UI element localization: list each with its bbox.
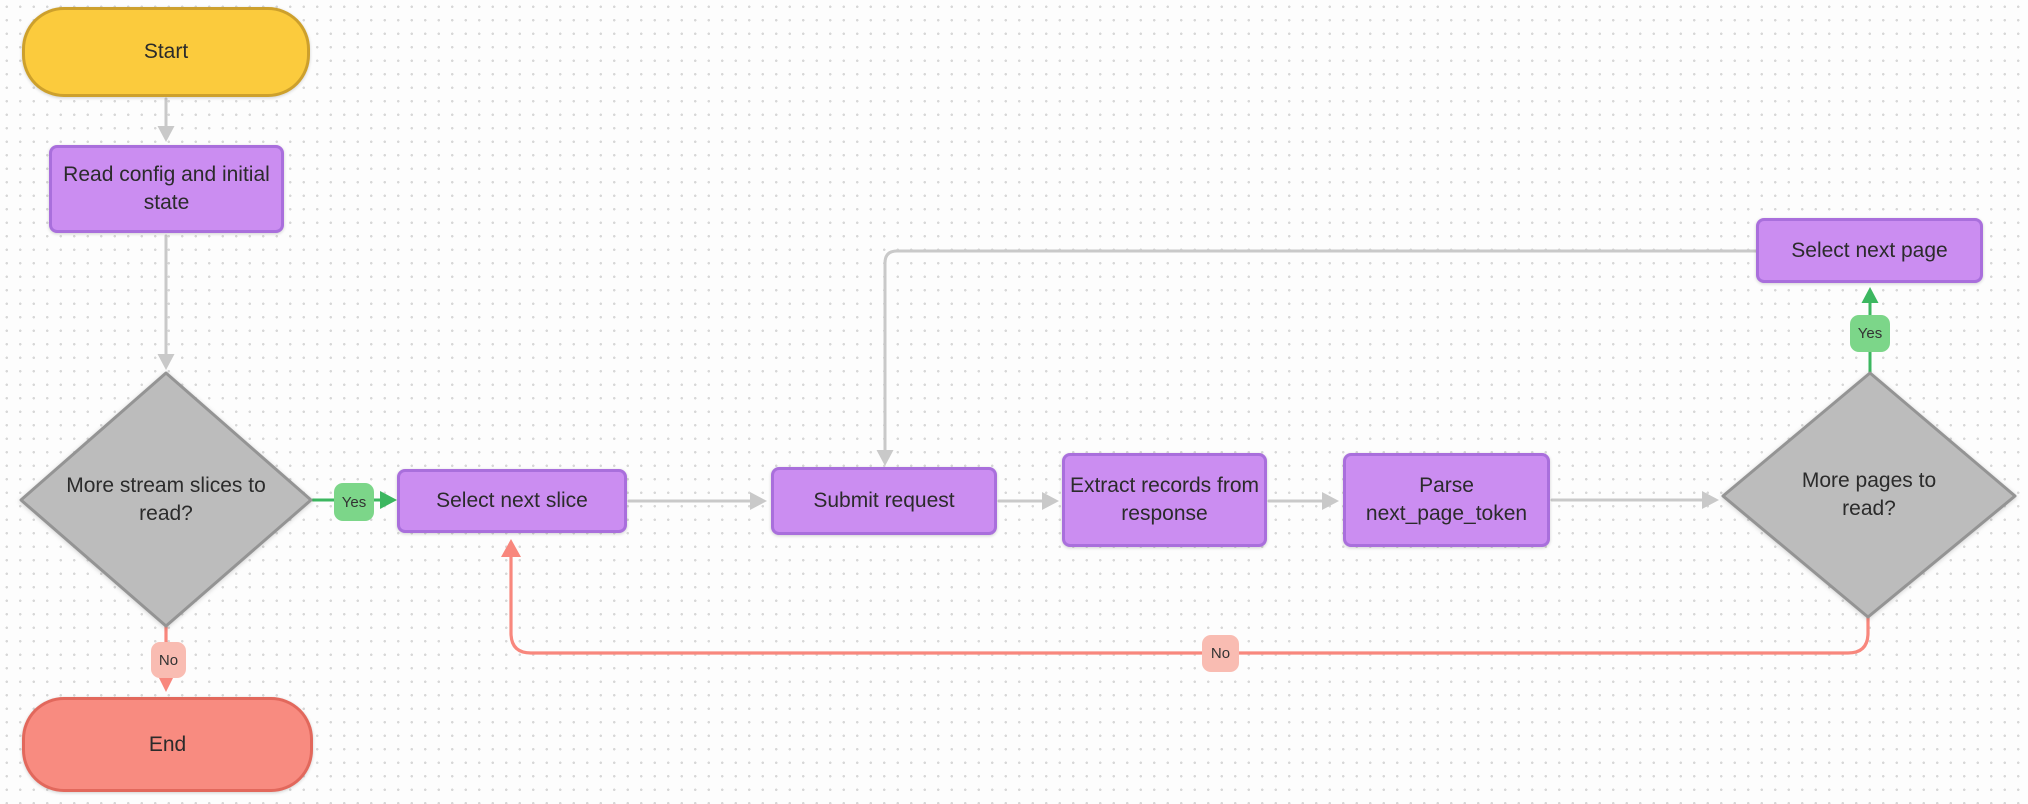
node-more-slices-label: More stream slices to read?	[66, 474, 266, 525]
arrowhead-up-icon	[1861, 287, 1879, 303]
node-more-pages-diamond	[1721, 371, 2017, 619]
node-parse-next-page-token: Parse next_page_token	[1343, 453, 1550, 547]
arrowhead-down-icon	[157, 126, 175, 142]
node-start: Start	[22, 7, 310, 97]
node-read-config: Read config and initial state	[49, 145, 284, 233]
arrowhead-right-icon	[750, 492, 767, 510]
node-end: End	[22, 697, 313, 792]
arrowhead-down-icon	[876, 450, 894, 466]
arrowhead-right-icon	[380, 491, 397, 509]
arrowhead-right-icon	[1322, 492, 1339, 510]
edge-label-no-pages: No	[1202, 635, 1239, 672]
arrowhead-up-icon	[501, 539, 521, 557]
node-more-slices-diamond	[19, 371, 313, 628]
node-more-pages-label: More pages to read?	[1801, 469, 1937, 520]
node-select-next-slice: Select next slice	[397, 469, 627, 533]
edge-more-pages-no-to-select-slice	[509, 555, 1870, 655]
arrowhead-right-icon	[1702, 491, 1719, 509]
arrowhead-down-icon	[157, 675, 175, 692]
arrowhead-right-icon	[1042, 492, 1059, 510]
edge-select-page-to-submit	[883, 249, 1758, 452]
arrowhead-down-icon	[157, 354, 175, 370]
edge-label-yes-pages: Yes	[1850, 315, 1890, 352]
edge-label-yes-slices: Yes	[334, 483, 374, 521]
node-extract-records: Extract records from response	[1062, 453, 1267, 547]
node-select-next-page: Select next page	[1756, 218, 1983, 283]
edge-label-no-slices: No	[151, 642, 186, 678]
node-submit-request: Submit request	[771, 467, 997, 535]
